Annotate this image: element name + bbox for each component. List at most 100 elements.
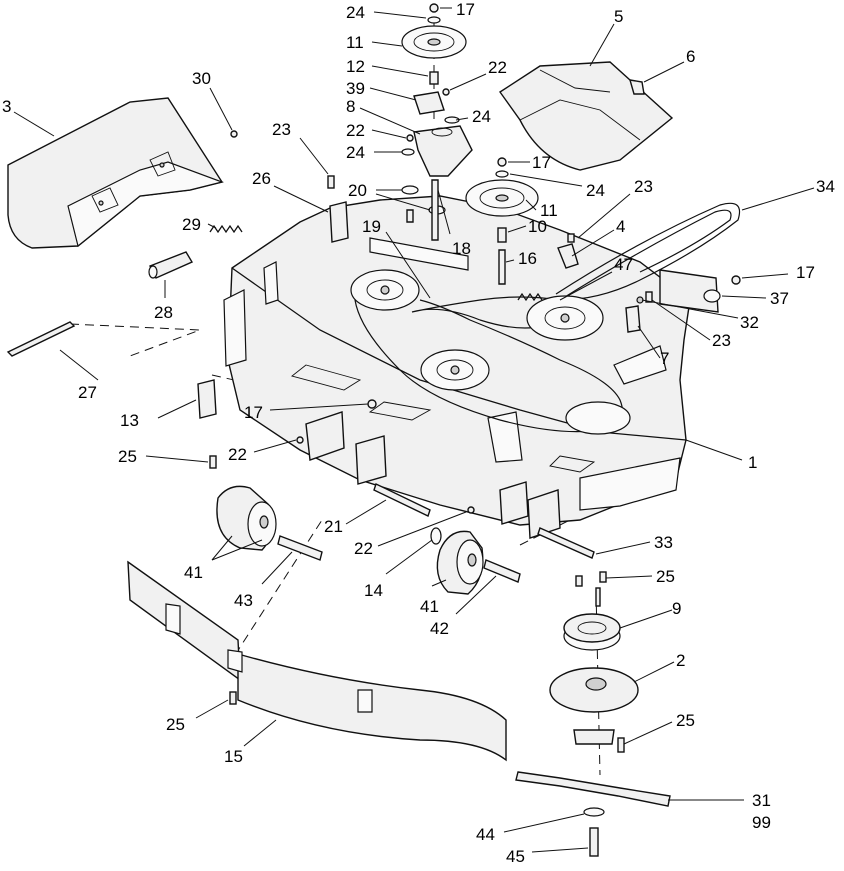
nut — [731, 275, 741, 285]
axle-body — [483, 559, 521, 583]
callout-6: 6 — [686, 47, 695, 66]
washer-24-left — [401, 148, 415, 156]
bracket-plate-2 — [355, 435, 387, 485]
pivot-shaft-18 — [431, 179, 439, 241]
left-belt-cover — [7, 97, 225, 249]
pulley-hub — [436, 359, 474, 381]
callout-24: 24 — [346, 3, 365, 22]
leader-22d — [377, 511, 467, 547]
deck-rear-bracket — [263, 261, 279, 305]
callout-34: 34 — [816, 177, 835, 196]
callout-2: 2 — [676, 651, 685, 670]
leader-7 — [637, 325, 661, 359]
leader-13 — [157, 399, 197, 419]
bolt-23-deck — [645, 291, 653, 303]
blade-31 — [515, 771, 671, 807]
bracket-plate — [659, 269, 719, 313]
left-cover-hole-a — [98, 200, 104, 206]
bolt-head — [296, 436, 304, 444]
callout-28: 28 — [154, 303, 173, 322]
callout-25: 25 — [676, 711, 695, 730]
bushing-14 — [430, 527, 442, 545]
callout-33: 33 — [654, 533, 673, 552]
callout-25: 25 — [656, 567, 675, 586]
discharge-baffle-15 — [127, 560, 507, 762]
deck-pulley-right — [526, 295, 604, 341]
leader-27 — [59, 349, 99, 381]
callout-23: 23 — [272, 120, 291, 139]
deck-baffle-plate — [369, 237, 469, 271]
spacer-12 — [429, 71, 439, 85]
bolt — [567, 233, 575, 243]
callout-30: 30 — [192, 69, 211, 88]
leader-23b — [577, 193, 631, 239]
pulley-hub — [544, 306, 586, 330]
deck-pulley-front — [565, 401, 631, 435]
leader-41b — [431, 579, 447, 587]
leader-23c — [651, 299, 711, 341]
bracket-4 — [557, 243, 579, 269]
callout-21: 21 — [324, 517, 343, 536]
bolt-head — [442, 88, 450, 96]
callout-4: 4 — [616, 217, 625, 236]
callout-26: 26 — [252, 169, 271, 188]
bolt-23-right — [567, 233, 575, 243]
leader-25b — [605, 575, 653, 579]
leader-22b — [371, 129, 407, 139]
callout-17: 17 — [244, 403, 263, 422]
bolt — [209, 455, 217, 469]
bracket-plate-2 — [527, 489, 561, 539]
callout-12: 12 — [346, 57, 365, 76]
callout-39: 39 — [346, 79, 365, 98]
bolts-25-spindle — [575, 571, 607, 607]
bolt-b — [599, 571, 607, 583]
callout-45: 45 — [506, 847, 525, 866]
axle-42 — [483, 559, 521, 583]
callout-44: 44 — [476, 825, 495, 844]
leader-39 — [369, 87, 417, 101]
callout-31: 31 — [752, 791, 771, 810]
knob-body — [629, 79, 645, 95]
bracket-body — [329, 201, 349, 243]
roller-right-hub — [467, 553, 477, 567]
leader-12 — [371, 65, 429, 77]
deck-left-bracket — [223, 289, 247, 367]
callout-25: 25 — [118, 447, 137, 466]
rod-end — [148, 265, 158, 279]
leader-42 — [455, 575, 497, 615]
belt-outer — [555, 202, 741, 301]
callout-24: 24 — [346, 143, 365, 162]
callout-27: 27 — [78, 383, 97, 402]
bracket-body — [557, 243, 579, 269]
pulley-bore — [495, 194, 509, 202]
callout-43: 43 — [234, 591, 253, 610]
drive-belt-34 — [555, 202, 741, 301]
bracket-body — [625, 305, 641, 333]
bolt-22-deck-left — [296, 436, 304, 444]
bolt-c — [595, 587, 601, 607]
bracket-plate — [305, 411, 345, 461]
washer — [401, 148, 415, 156]
callout-18: 18 — [452, 239, 471, 258]
leader-47 — [559, 271, 613, 301]
callout-5: 5 — [614, 7, 623, 26]
callout-16: 16 — [518, 249, 537, 268]
bracket-26 — [329, 201, 349, 243]
pulley-groove — [413, 32, 455, 52]
spacer-10 — [497, 227, 507, 243]
blade-body — [515, 771, 671, 807]
leader-9 — [619, 609, 673, 629]
leader-11a — [371, 41, 403, 47]
leader-37 — [721, 295, 767, 299]
rod-body — [6, 321, 76, 357]
callout-11: 11 — [540, 201, 558, 220]
callout-19: 19 — [362, 217, 381, 236]
pulley-top — [563, 613, 621, 643]
leader-lines — [13, 7, 815, 853]
leader-8 — [359, 107, 421, 135]
leader-23a — [299, 137, 329, 175]
callout-23: 23 — [634, 177, 653, 196]
